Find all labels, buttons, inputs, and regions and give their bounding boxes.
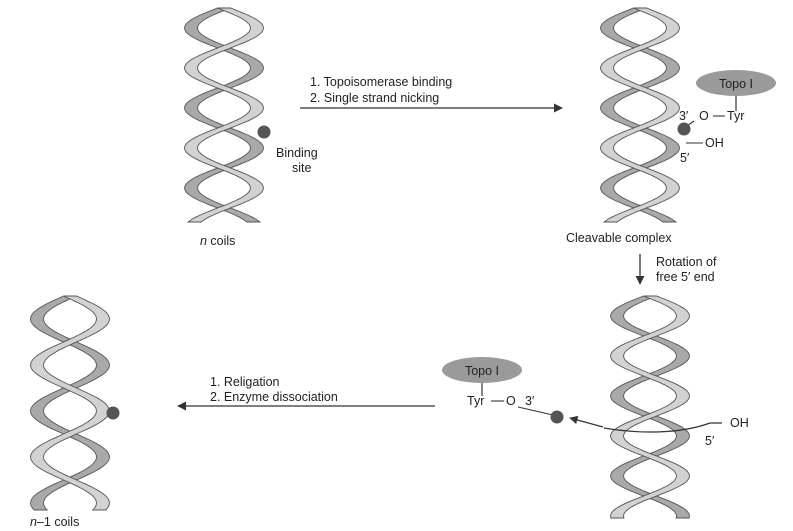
rotation-label-2: free 5′ end [656, 270, 715, 284]
step3-3prime: 3′ [525, 394, 535, 408]
step3-5prime: 5′ [705, 434, 715, 448]
n-coils-label: n coils [200, 234, 235, 248]
topo-enzyme-top-label: Topo I [719, 77, 753, 91]
step3-label-2: 2. Enzyme dissociation [210, 390, 338, 404]
step1-arrow: 1. Topoisomerase binding 2. Single stran… [300, 75, 562, 108]
binding-site-dot [258, 126, 271, 139]
cleavable-3prime: 3′ [679, 109, 689, 123]
helix-rotating [611, 296, 690, 518]
cleavable-oh: OH [705, 136, 724, 150]
rotation-label-1: Rotation of [656, 255, 717, 269]
n-coils-rest: coils [207, 234, 235, 248]
n-minus-1-coils-label: n–1 coils [30, 515, 79, 529]
cleavable-o: O [699, 109, 709, 123]
cleavable-tyr: Tyr [727, 109, 744, 123]
step3-label-1: 1. Religation [210, 375, 280, 389]
religated-site-dot [107, 407, 120, 420]
religation-arrow [570, 418, 603, 427]
helix-n-minus-1 [31, 296, 110, 510]
step3-o: O [506, 394, 516, 408]
cleavable-caption: Cleavable complex [566, 231, 672, 245]
n-minus-1-var: n [30, 515, 37, 529]
o-backbone-bond [518, 407, 553, 415]
cleavage-dot [678, 123, 691, 136]
step3-arrow: 1. Religation 2. Enzyme dissociation [178, 375, 435, 406]
step1-label-2: 2. Single strand nicking [310, 91, 439, 105]
free-3prime-dot [551, 411, 564, 424]
step3-tyr: Tyr [467, 394, 484, 408]
n-coils-var: n [200, 234, 207, 248]
topo-enzyme-bottom-label: Topo I [465, 364, 499, 378]
step3-oh: OH [730, 416, 749, 430]
binding-site-label-2: site [292, 161, 312, 175]
step1-label-1: 1. Topoisomerase binding [310, 75, 452, 89]
n-minus-1-rest: –1 coils [37, 515, 79, 529]
binding-site-label-1: Binding [276, 146, 318, 160]
helix-n-coils [185, 8, 264, 222]
cleavable-5prime: 5′ [680, 151, 690, 165]
helix-cleavable [601, 8, 680, 222]
